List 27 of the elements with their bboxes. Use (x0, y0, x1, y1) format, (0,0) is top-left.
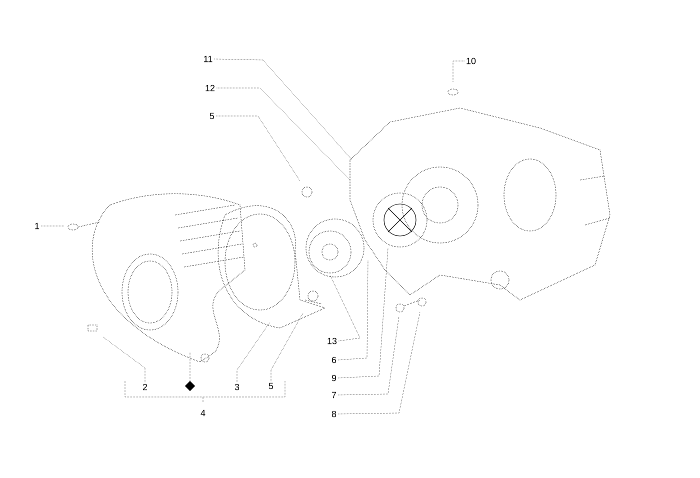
leader-line (236, 322, 270, 382)
leader-line (216, 116, 300, 182)
callout-number: 12 (206, 84, 215, 92)
callout-number: 11 (204, 56, 212, 62)
leader-line (338, 260, 368, 360)
leader-line (216, 88, 350, 180)
callout-number: 3 (234, 384, 240, 390)
callout-number: 7 (332, 392, 336, 398)
callout-number: 6 (332, 356, 336, 364)
callout-number: 5 (210, 112, 214, 120)
leader-line (270, 312, 304, 382)
leader-line (338, 316, 400, 396)
leader-line (338, 312, 420, 414)
callout-number: 2 (142, 384, 148, 390)
callout-number: 4 (200, 410, 206, 416)
leader-line (214, 58, 352, 160)
callout-number: 10 (466, 58, 476, 64)
callout-number: 5 (268, 382, 274, 390)
callout-number: 1 (35, 222, 40, 230)
leader-line (330, 274, 360, 342)
diamond-mark (184, 380, 196, 392)
leader-line (338, 248, 388, 378)
callout-number: 9 (332, 374, 336, 382)
leader-line (102, 336, 146, 382)
callout-number: 8 (332, 410, 336, 418)
leader-line (452, 60, 465, 82)
callout-number: 13 (328, 338, 337, 344)
